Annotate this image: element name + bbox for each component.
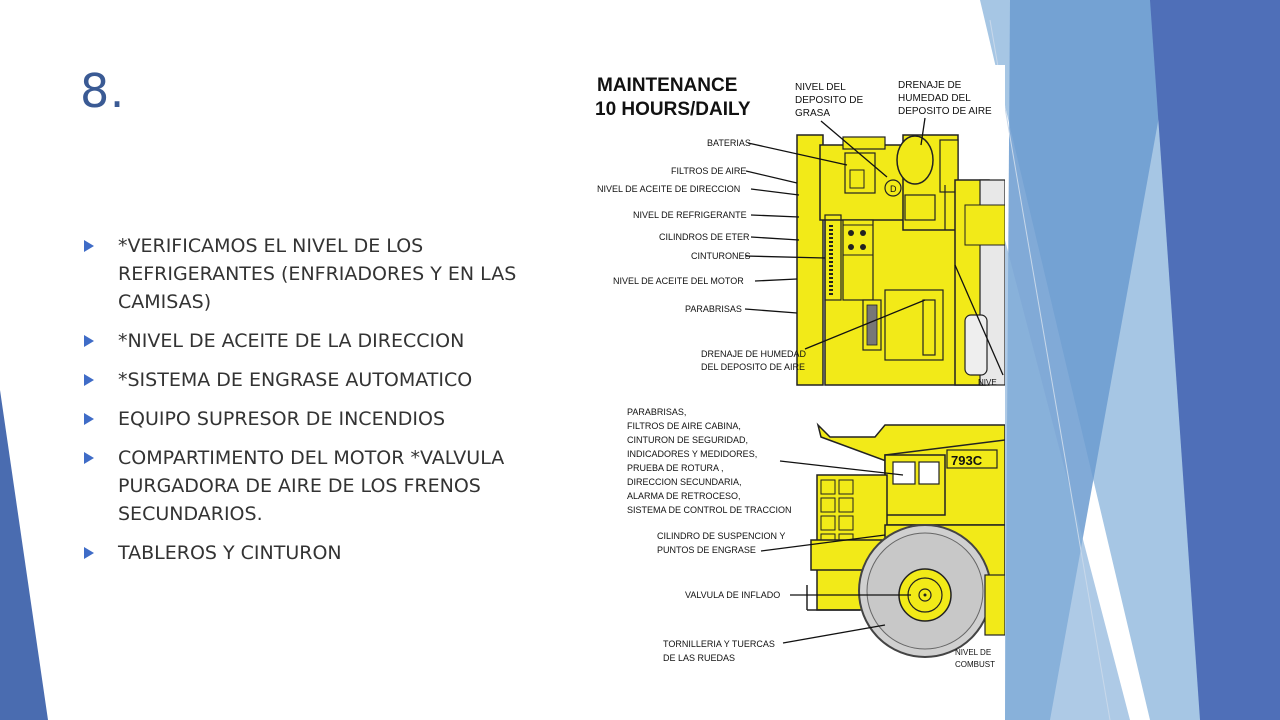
- bullet-item: *NIVEL DE ACEITE DE LA DIRECCION: [80, 327, 560, 355]
- bullet-text: *SISTEMA DE ENGRASE AUTOMATICO: [118, 369, 473, 391]
- label-nivel-grasa-2: DEPOSITO DE: [795, 95, 863, 106]
- label-drenaje-humedad-2: DEL DEPOSITO DE AIRE: [701, 362, 805, 372]
- diagram-header-line1: MAINTENANCE: [597, 75, 737, 96]
- truck-model-label: 793C: [951, 453, 983, 468]
- label-refrigerante: NIVEL DE REFRIGERANTE: [633, 210, 747, 220]
- label-cilindros-eter: CILINDROS DE ETER: [659, 232, 750, 242]
- bullet-arrow-icon: [84, 547, 94, 559]
- label-cabin-5: DIRECCION SECUNDARIA,: [627, 477, 742, 487]
- label-cabin-7: SISTEMA DE CONTROL DE TRACCION: [627, 505, 792, 515]
- right-deco-dark: [1150, 0, 1280, 720]
- label-drenaje-aire-1: DRENAJE DE: [898, 80, 962, 91]
- label-aceite-motor: NIVEL DE ACEITE DEL MOTOR: [613, 276, 744, 286]
- bullet-arrow-icon: [84, 240, 94, 252]
- bullet-arrow-icon: [84, 413, 94, 425]
- diagram-header-line2: 10 HOURS/DAILY: [595, 99, 751, 120]
- truck-side-view: 793C: [806, 422, 1005, 658]
- left-accent-triangle: [0, 390, 48, 720]
- slide-title: 8.: [80, 64, 125, 118]
- label-filtros-aire: FILTROS DE AIRE: [671, 166, 746, 176]
- label-nivel-grasa-3: GRASA: [795, 108, 830, 119]
- label-nive-cut: NIVE: [978, 378, 997, 387]
- label-combust-2: COMBUST: [955, 660, 995, 669]
- label-cabin-6: ALARMA DE RETROCESO,: [627, 491, 741, 501]
- bullet-item: EQUIPO SUPRESOR DE INCENDIOS: [80, 405, 560, 433]
- bullet-text: *NIVEL DE ACEITE DE LA DIRECCION: [118, 330, 465, 352]
- bullet-list: *VERIFICAMOS EL NIVEL DE LOS REFRIGERANT…: [80, 232, 560, 578]
- label-cabin-4: PRUEBA DE ROTURA ,: [627, 463, 724, 473]
- label-valvula-inflado: VALVULA DE INFLADO: [685, 590, 780, 600]
- bullet-text: COMPARTIMENTO DEL MOTOR *VALVULA PURGADO…: [118, 447, 505, 525]
- side-leader-lines: [760, 460, 911, 644]
- maintenance-diagram: MAINTENANCE 10 HOURS/DAILY D: [585, 65, 1005, 680]
- top-leader-lines: [744, 117, 1004, 376]
- label-drenaje-humedad-1: DRENAJE DE HUMEDAD: [701, 349, 807, 359]
- label-aceite-direccion: NIVEL DE ACEITE DE DIRECCION: [597, 184, 740, 194]
- label-drenaje-aire-2: HUMEDAD DEL: [898, 93, 971, 104]
- bullet-text: TABLEROS Y CINTURON: [118, 542, 342, 564]
- bullet-arrow-icon: [84, 374, 94, 386]
- bullet-item: COMPARTIMENTO DEL MOTOR *VALVULA PURGADO…: [80, 444, 560, 528]
- label-cabin-0: PARABRISAS,: [627, 407, 686, 417]
- right-deco-stripe: [1005, 240, 1130, 720]
- bullet-text: EQUIPO SUPRESOR DE INCENDIOS: [118, 408, 446, 430]
- label-combust-1: NIVEL DE: [955, 648, 991, 657]
- deco-line: [989, 19, 1111, 720]
- label-cabin-1: FILTROS DE AIRE CABINA,: [627, 421, 741, 431]
- bullet-item: TABLEROS Y CINTURON: [80, 539, 560, 567]
- label-cabin-2: CINTURON DE SEGURIDAD,: [627, 435, 748, 445]
- label-suspension-2: PUNTOS DE ENGRASE: [657, 545, 756, 555]
- label-baterias: BATERIAS: [707, 138, 751, 148]
- label-cinturones: CINTURONES: [691, 251, 751, 261]
- bullet-arrow-icon: [84, 452, 94, 464]
- bullet-arrow-icon: [84, 335, 94, 347]
- label-tornilleria-1: TORNILLERIA Y TUERCAS: [663, 639, 775, 649]
- bullet-item: *SISTEMA DE ENGRASE AUTOMATICO: [80, 366, 560, 394]
- label-drenaje-aire-3: DEPOSITO DE AIRE: [898, 106, 992, 117]
- label-parabrisas: PARABRISAS: [685, 304, 742, 314]
- label-cabin-3: INDICADORES Y MEDIDORES,: [627, 449, 757, 459]
- label-suspension-1: CILINDRO DE SUSPENCION Y: [657, 531, 785, 541]
- label-nivel-grasa-1: NIVEL DEL: [795, 82, 846, 93]
- bullet-text: *VERIFICAMOS EL NIVEL DE LOS REFRIGERANT…: [118, 235, 517, 313]
- bullet-item: *VERIFICAMOS EL NIVEL DE LOS REFRIGERANT…: [80, 232, 560, 316]
- label-tornilleria-2: DE LAS RUEDAS: [663, 653, 735, 663]
- gauge-mark: D: [890, 184, 897, 194]
